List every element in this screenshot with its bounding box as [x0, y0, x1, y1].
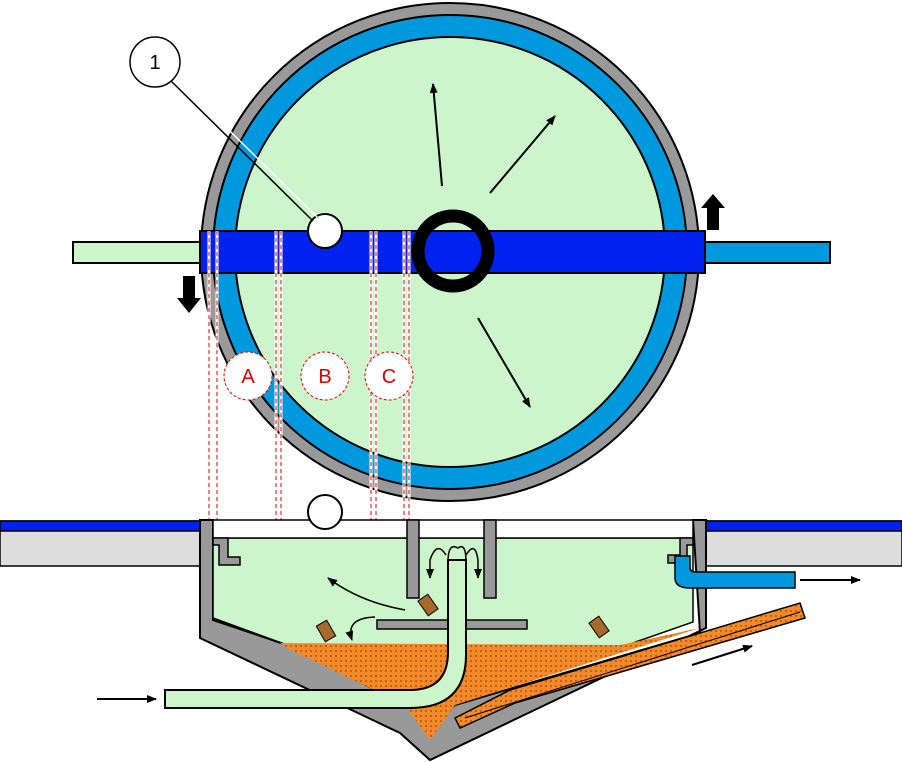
- floc-particle-3: [588, 615, 610, 639]
- tank-section-view: [0, 494, 902, 762]
- center-baffle-right: [483, 519, 497, 599]
- center-baffle-left: [406, 519, 420, 599]
- floc-particle-1: [417, 593, 439, 617]
- feed-inlet-pipe: [164, 559, 467, 709]
- flow-arrow-feed-left: [426, 547, 447, 579]
- zone-a-circle: [223, 351, 273, 401]
- flow-arrow-curve-down: [345, 616, 376, 641]
- left-weir: [212, 537, 241, 566]
- marker-leader-line: [167, 77, 314, 222]
- flow-arrow-feed-top: [447, 545, 467, 563]
- skimmer-float-section: [307, 494, 343, 530]
- floc-particle-2: [315, 619, 337, 643]
- skimmer-float-plan: [307, 213, 343, 249]
- flow-arrow-curve-left: [327, 577, 406, 611]
- outlet-pipe-plan: [699, 241, 831, 264]
- flow-arrow-feed-right: [465, 547, 482, 579]
- zone-b-circle: [300, 351, 350, 401]
- sludge-layer: [280, 628, 700, 740]
- ground-left-water: [0, 520, 203, 532]
- sludge-outflow-arrow: [691, 644, 753, 666]
- sludge-hopper: [405, 705, 455, 740]
- clear-water-outlet-pipe: [674, 555, 796, 589]
- sludge-pipe-inner-line: [464, 611, 801, 719]
- rotation-arrow-up-icon: [701, 194, 725, 230]
- tank-plan-view: 1: [72, 2, 831, 502]
- marker-leader-line-white: [171, 73, 318, 218]
- marker-1-label: 1: [149, 52, 160, 74]
- ground-right-water: [704, 520, 902, 532]
- zone-labels: A B C: [223, 351, 414, 401]
- marker-1-circle: [129, 36, 181, 88]
- zone-c-circle: [364, 351, 414, 401]
- flow-arrow-down-right: [477, 317, 531, 408]
- flow-arrow-up-right: [489, 115, 556, 194]
- zone-a-label: A: [241, 366, 255, 388]
- inlet-pipe-plan: [72, 241, 204, 264]
- zone-b-label: B: [318, 366, 331, 388]
- center-feed-well-ring: [411, 209, 495, 293]
- scraper-bridge: [199, 230, 706, 274]
- freeboard-area: [212, 519, 694, 539]
- rotation-arrow-down-icon: [177, 276, 201, 313]
- flow-arrow-up: [429, 83, 443, 187]
- zone-c-label: C: [382, 366, 396, 388]
